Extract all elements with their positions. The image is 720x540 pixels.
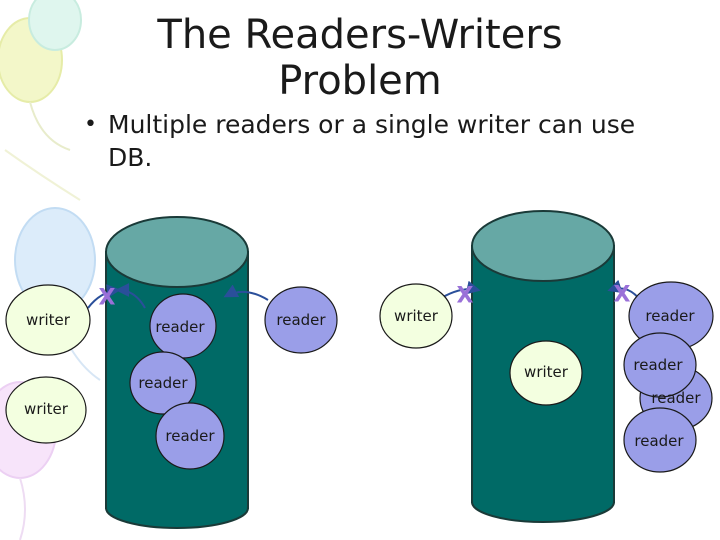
blocked-x-mark: X xyxy=(613,282,631,308)
balloon-shape xyxy=(28,0,82,51)
writer-label: writer xyxy=(394,307,438,325)
slide-title-line-1: The Readers-Writers xyxy=(157,12,563,58)
slide-title: The Readers-Writers Problem xyxy=(90,12,630,104)
bullet-text: Multiple readers or a single writer can … xyxy=(108,110,636,172)
reader-label: reader xyxy=(276,311,326,329)
balloon-string xyxy=(19,477,26,540)
access-arrow xyxy=(223,284,269,301)
access-arrow xyxy=(87,284,121,309)
reader-label: reader xyxy=(633,356,683,374)
reader-node xyxy=(264,286,338,354)
reader-label: reader xyxy=(651,389,701,407)
reader-label: reader xyxy=(155,318,205,336)
bullet-point: • Multiple readers or a single writer ca… xyxy=(84,108,684,174)
reader-label: reader xyxy=(138,374,188,392)
reader-label: reader xyxy=(645,307,695,325)
access-arrow xyxy=(115,283,146,309)
writer-node xyxy=(5,284,91,356)
writer-label: writer xyxy=(26,311,70,329)
reader-label: reader xyxy=(634,432,684,450)
blocked-x-mark: X xyxy=(456,283,474,309)
writer-node xyxy=(379,283,453,349)
reader-label: reader xyxy=(165,427,215,445)
reader-node xyxy=(623,407,697,473)
reader-node xyxy=(155,402,225,470)
balloon-string xyxy=(4,149,81,201)
balloon-string xyxy=(29,101,71,151)
database-cylinder-right xyxy=(471,210,615,523)
writer-node xyxy=(5,376,87,444)
reader-node xyxy=(129,351,197,415)
blocked-x-mark: X xyxy=(98,285,116,311)
writer-label: writer xyxy=(24,400,68,418)
reader-node xyxy=(623,332,697,398)
bullet-dot-icon: • xyxy=(84,112,97,137)
slide-title-line-2: Problem xyxy=(278,58,442,104)
writer-node xyxy=(509,340,583,406)
writer-label: writer xyxy=(524,363,568,381)
